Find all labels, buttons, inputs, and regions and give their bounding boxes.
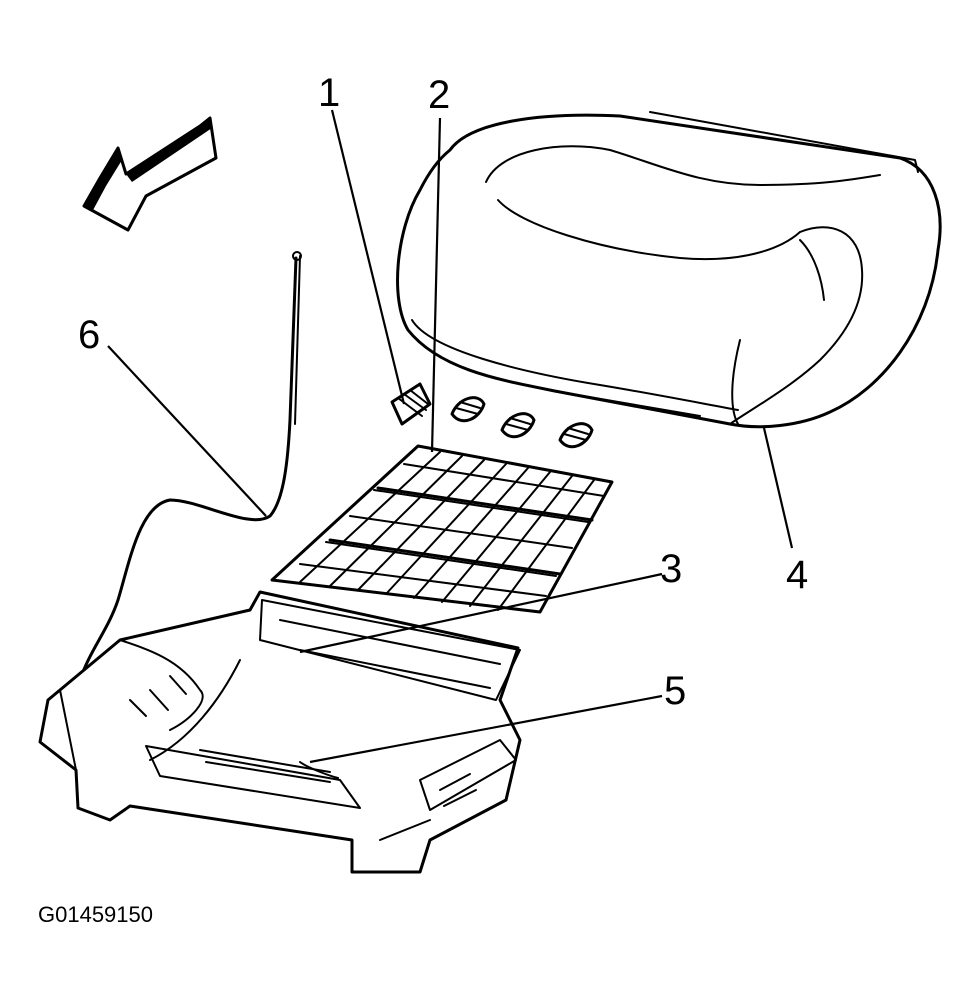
seat-cushion-pad — [396, 111, 942, 429]
callout-1: 1 — [318, 71, 340, 115]
callout-6: 6 — [78, 313, 100, 357]
seat-spring-clips — [390, 382, 594, 449]
forward-arrow-icon — [82, 116, 218, 232]
callout-5: 5 — [664, 669, 686, 713]
seat-frame-base — [38, 590, 522, 874]
spring-clip — [558, 422, 594, 449]
seat-wire-grid — [270, 444, 614, 614]
callout-3: 3 — [660, 547, 682, 591]
heater-cable — [78, 251, 302, 682]
figure-id: G01459150 — [38, 902, 153, 927]
spring-clip — [450, 396, 486, 423]
leader-lines — [107, 109, 794, 764]
spring-clip — [500, 412, 536, 439]
callout-4: 4 — [786, 553, 808, 597]
spring-clip — [390, 382, 432, 426]
callout-2: 2 — [428, 73, 450, 117]
